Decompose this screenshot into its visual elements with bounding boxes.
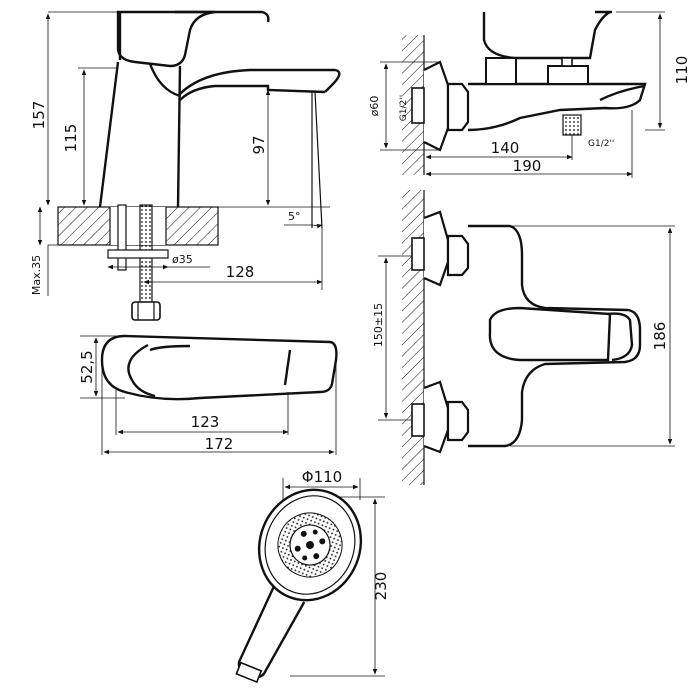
- dim-flange-diameter: ø60: [368, 96, 381, 117]
- dim-hole-diameter: ø35: [172, 253, 193, 266]
- dim-height-body: 115: [62, 124, 80, 153]
- dim-front-height: 186: [651, 322, 669, 351]
- dim-bath-height: 110: [673, 56, 691, 85]
- dim-spout-reach: 128: [226, 263, 255, 281]
- dim-centre-distance: 150±15: [372, 303, 385, 347]
- dim-shower-length: 230: [372, 572, 390, 601]
- dim-total-length: 172: [205, 435, 234, 453]
- basin-mixer-top-view: 52,5 123 172: [78, 334, 338, 455]
- basin-mixer-side-view: 157 115 97 Max.35 5° ø35 128: [30, 10, 341, 321]
- bath-mixer-front-view: 150±15 186: [372, 190, 675, 485]
- dim-top-width: 52,5: [78, 350, 96, 383]
- dim-total-depth: 190: [513, 157, 542, 175]
- dim-angle: 5°: [288, 210, 301, 223]
- hand-shower: Φ110 230: [235, 468, 390, 684]
- dim-thread-inlet: G1/2'': [399, 95, 409, 121]
- dim-max-thickness: Max.35: [30, 255, 43, 295]
- dim-shower-diameter: Φ110: [302, 468, 342, 486]
- dim-handle-length: 123: [191, 413, 220, 431]
- dim-spout-height: 97: [250, 135, 268, 154]
- dim-wall-to-spout: 140: [491, 139, 520, 157]
- dim-thread-outlet: G1/2'': [588, 139, 614, 149]
- bath-mixer-side-view: ø60 G1/2'' G1/2'' 110 140 190: [368, 10, 691, 178]
- dim-height-total: 157: [30, 101, 48, 130]
